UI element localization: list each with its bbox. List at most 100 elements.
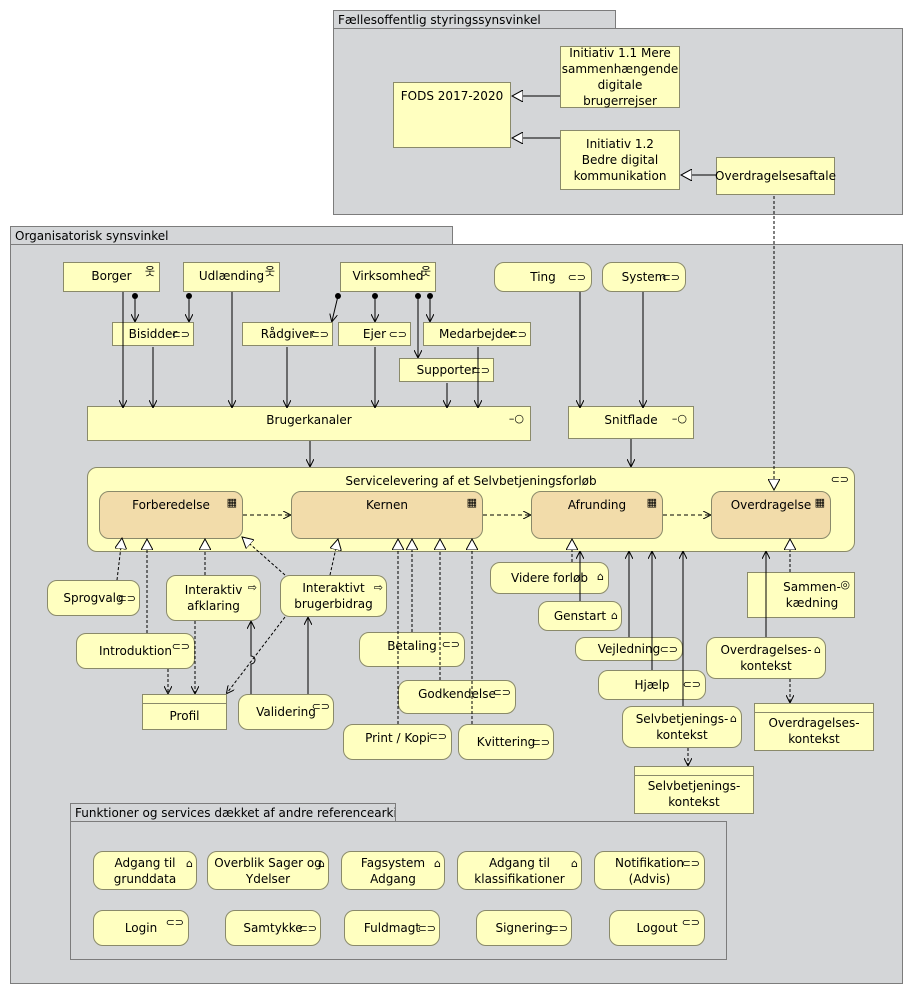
- role-supporter-label: Supporter: [416, 363, 477, 377]
- actor-borger[interactable]: Borger 웃: [63, 262, 160, 292]
- process-icon: ▦: [814, 496, 825, 509]
- andre-label: Fuldmagt: [363, 921, 421, 935]
- process-step-label: Afrunding: [567, 498, 627, 512]
- andre-logout[interactable]: Logout ⊂⊃: [609, 910, 705, 946]
- service-label: Kvittering: [476, 735, 536, 749]
- object-label: Selvbetjenings-kontekst: [647, 779, 741, 809]
- system-ting[interactable]: Ting ⊂⊃: [494, 262, 592, 292]
- initiativ-11-element[interactable]: Initiativ 1.1 Mere sammenhængende digita…: [560, 46, 680, 108]
- service-label: Validering: [256, 705, 316, 719]
- service-icon: ⊂⊃: [681, 857, 700, 870]
- andre-label: Login: [124, 921, 158, 935]
- role-bisidder[interactable]: Bisidder ⊂⊃: [112, 322, 194, 346]
- service-godkendelse[interactable]: Godkendelse ⊂⊃: [398, 680, 516, 714]
- object-selvbetjenings-kontekst[interactable]: Selvbetjenings-kontekst: [634, 766, 754, 814]
- event-interaktiv-afklaring[interactable]: Interaktiv afklaring ⇨: [166, 575, 261, 621]
- process-step-forberedelse[interactable]: Forberedelse ▦: [99, 491, 243, 539]
- overdragelsesaftale-element[interactable]: Overdragelsesaftale: [715, 157, 836, 195]
- process-step-label: Overdragelse: [730, 498, 812, 512]
- function-icon: ⌂: [186, 857, 193, 870]
- actor-virksomhed[interactable]: Virksomhed 웃: [340, 262, 436, 292]
- andre-label: Fagsystem Adgang: [360, 855, 426, 886]
- actor-udlaending[interactable]: Udlænding 웃: [183, 262, 280, 292]
- actor-icon: 웃: [144, 265, 155, 278]
- andre-adgang-klassifikationer[interactable]: Adgang til klassifikationer ⌂: [457, 851, 582, 890]
- function-selvbetjenings-kontekst[interactable]: Selvbetjenings-kontekst ⌂: [622, 706, 742, 748]
- andre-label: Notifikation (Advis): [615, 855, 684, 886]
- object-overdragelses-kontekst[interactable]: Overdragelses-kontekst: [754, 703, 874, 751]
- service-sammenkaedning[interactable]: Sammen-kædning ◎: [747, 572, 855, 618]
- function-label: Selvbetjenings-kontekst: [635, 712, 729, 742]
- role-medarbejder[interactable]: Medarbejder ⊂⊃: [423, 322, 531, 346]
- service-icon: ⊂⊃: [417, 922, 436, 935]
- process-step-kernen[interactable]: Kernen ▦: [291, 491, 483, 539]
- service-icon: ⊂⊃: [567, 271, 586, 284]
- system-system[interactable]: System ⊂⊃: [602, 262, 686, 292]
- actor-icon: 웃: [264, 265, 275, 278]
- interface-brugerkanaler[interactable]: Brugerkanaler –○: [87, 406, 531, 441]
- service-icon: ⊂⊃: [441, 638, 460, 651]
- function-icon: ⌂: [597, 570, 604, 583]
- andre-fuldmagt[interactable]: Fuldmagt ⊂⊃: [344, 910, 440, 946]
- actor-borger-label: Borger: [91, 269, 132, 283]
- service-icon: ⊂⊃: [492, 686, 511, 699]
- function-icon: ⌂: [571, 857, 578, 870]
- system-ting-label: Ting: [530, 270, 556, 284]
- function-genstart[interactable]: Genstart ⌂: [538, 601, 622, 631]
- object-profil[interactable]: Profil: [142, 694, 227, 730]
- service-sprogvalg[interactable]: Sprogvalg ⊂⊃: [47, 580, 140, 616]
- andre-signering[interactable]: Signering ⊂⊃: [476, 910, 572, 946]
- service-icon: ⊂⊃: [165, 916, 184, 929]
- service-introduktion[interactable]: Introduktion ⊂⊃: [76, 633, 195, 669]
- service-validering[interactable]: Validering ⊂⊃: [238, 694, 334, 730]
- service-icon: ⊂⊃: [681, 916, 700, 929]
- andre-login[interactable]: Login ⊂⊃: [93, 910, 189, 946]
- interface-brugerkanaler-label: Brugerkanaler: [266, 413, 352, 427]
- role-ejer-label: Ejer: [362, 327, 387, 341]
- role-ejer[interactable]: Ejer ⊂⊃: [338, 322, 411, 346]
- process-step-afrunding[interactable]: Afrunding ▦: [531, 491, 663, 539]
- group-tab-andre: Funktioner og services dækket af andre r…: [70, 803, 396, 822]
- andre-notifikation[interactable]: Notifikation (Advis) ⊂⊃: [594, 851, 705, 890]
- event-label: Interaktiv afklaring: [184, 583, 243, 613]
- andre-label: Samtykke: [243, 921, 303, 935]
- andre-samtykke[interactable]: Samtykke ⊂⊃: [225, 910, 321, 946]
- process-step-label: Forberedelse: [132, 498, 210, 512]
- service-icon: ⊂⊃: [549, 922, 568, 935]
- interface-snitflade-label: Snitflade: [604, 413, 658, 427]
- role-icon: ⊂⊃: [310, 328, 329, 341]
- initiativ-12-element[interactable]: Initiativ 1.2 Bedre digital kommunikatio…: [560, 130, 680, 190]
- service-icon: ⊂⊃: [661, 271, 680, 284]
- object-label: Profil: [169, 709, 200, 723]
- event-interaktivt-brugerbidrag[interactable]: Interaktivt brugerbidrag ⇨: [280, 575, 387, 617]
- object-header-line: [755, 712, 873, 713]
- service-icon: ⊂⊃: [830, 473, 849, 486]
- overdragelsesaftale-label: Overdragelsesaftale: [715, 169, 836, 183]
- role-raadgiver[interactable]: Rådgiver ⊂⊃: [242, 322, 333, 346]
- fods-element[interactable]: FODS 2017-2020: [393, 82, 511, 148]
- role-supporter[interactable]: Supporter ⊂⊃: [399, 358, 494, 382]
- service-label: Godkendelse: [418, 687, 496, 701]
- object-header-line: [143, 703, 226, 704]
- andre-adgang-grunddata[interactable]: Adgang til grunddata ⌂: [93, 851, 197, 890]
- service-vejledning[interactable]: Vejledning ⊂⊃: [575, 637, 683, 661]
- service-betaling[interactable]: Betaling ⊂⊃: [359, 632, 465, 667]
- role-icon: ⊂⊃: [171, 328, 190, 341]
- initiativ-11-label: Initiativ 1.1 Mere sammenhængende digita…: [561, 46, 679, 108]
- actor-icon: 웃: [420, 265, 431, 278]
- function-videre-forloeb[interactable]: Videre forløb ⌂: [490, 562, 609, 594]
- service-print-kopi[interactable]: Print / Kopi ⊂⊃: [343, 724, 452, 760]
- service-icon: ⊂⊃: [428, 730, 447, 743]
- service-hjaelp[interactable]: Hjælp ⊂⊃: [598, 670, 706, 700]
- object-header-line: [635, 775, 753, 776]
- andre-overblik-sager[interactable]: Overblik Sager og Ydelser ⌂: [207, 851, 329, 890]
- interface-snitflade[interactable]: Snitflade –○: [568, 406, 694, 439]
- function-overdragelses-kontekst[interactable]: Overdragelses-kontekst ⌂: [706, 637, 826, 679]
- process-icon: ▦: [466, 496, 477, 509]
- service-kvittering[interactable]: Kvittering ⊂⊃: [458, 724, 554, 760]
- process-step-overdragelse[interactable]: Overdragelse ▦: [711, 491, 831, 539]
- event-icon: ⇨: [247, 581, 257, 594]
- function-label: Videre forløb: [511, 571, 588, 585]
- service-icon: ⊂⊃: [117, 592, 136, 605]
- andre-fagsystem-adgang[interactable]: Fagsystem Adgang ⌂: [341, 851, 445, 890]
